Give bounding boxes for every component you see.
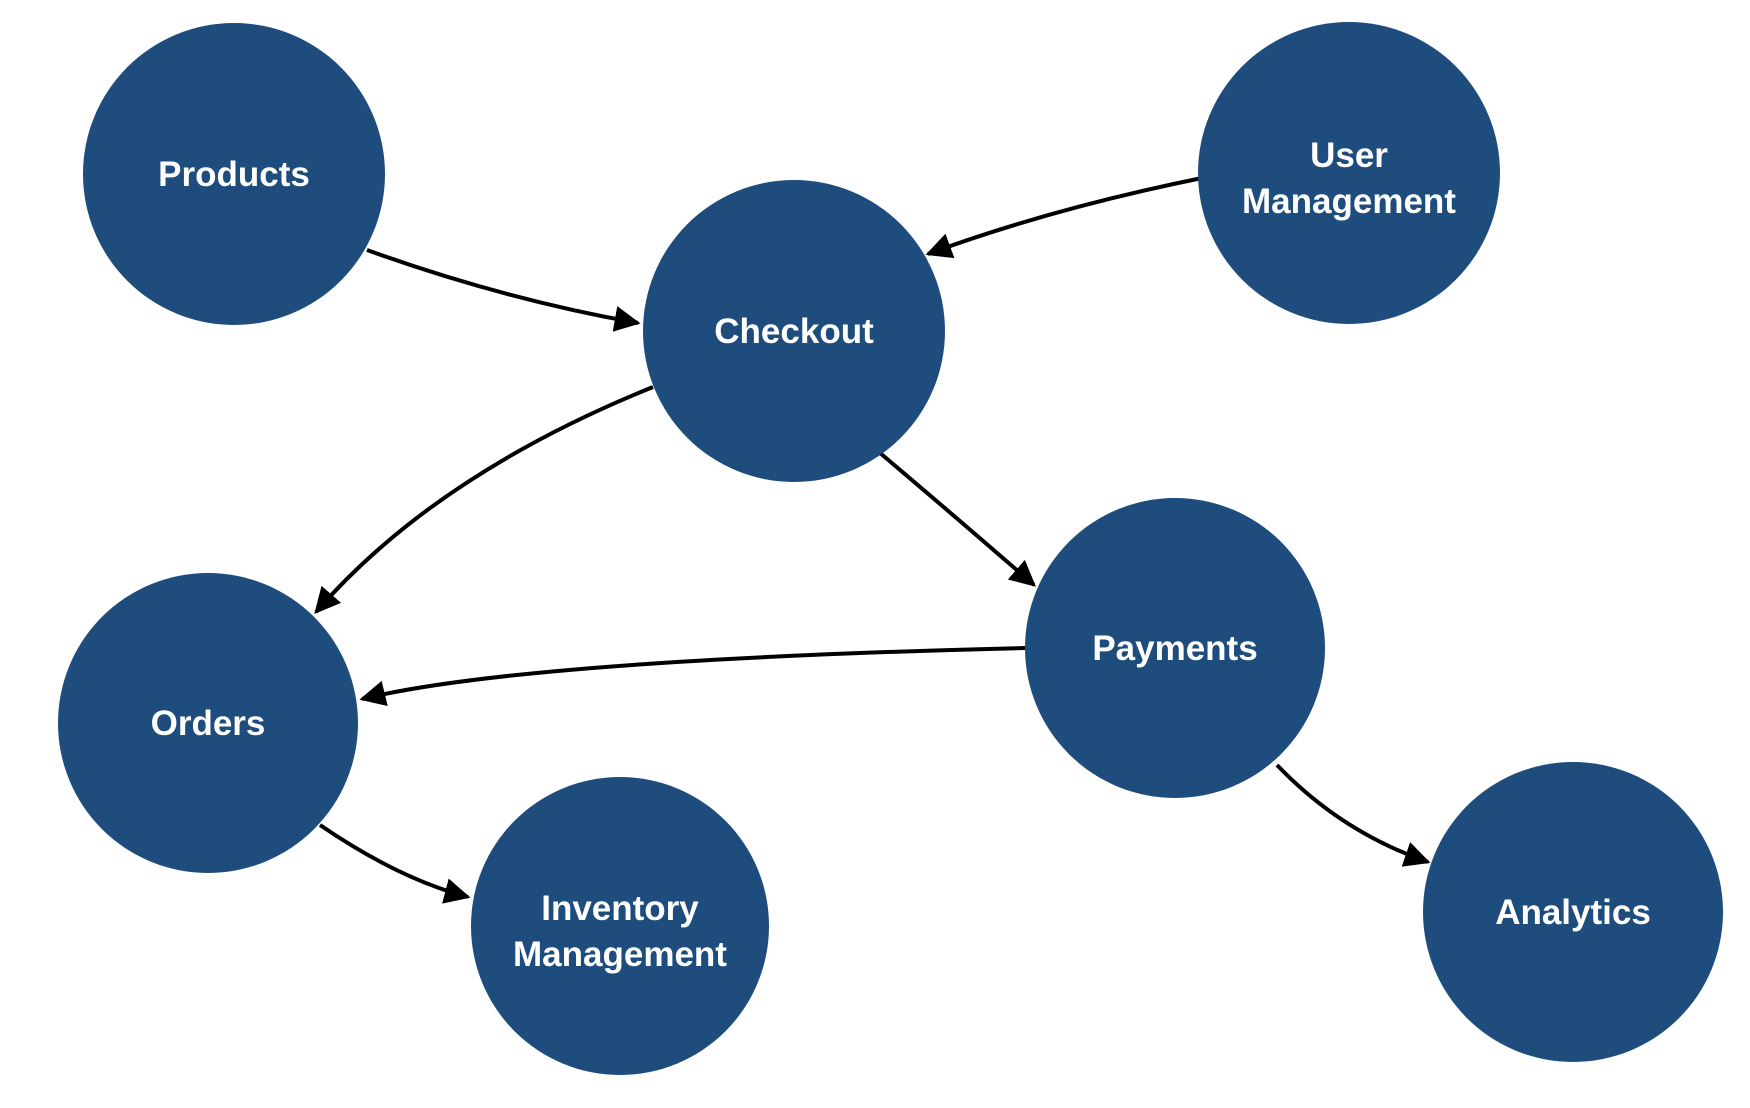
node-payments: Payments (1025, 498, 1325, 798)
node-inventory-management-label-line: Inventory (541, 889, 699, 928)
node-orders-label-line: Orders (151, 704, 266, 743)
edge-products-to-checkout (366, 248, 641, 332)
node-orders-label: Orders (151, 704, 266, 743)
edge-orders-to-inventory-management (318, 823, 471, 904)
node-products: Products (83, 23, 385, 325)
node-user-management-label-line: Management (1242, 182, 1456, 221)
node-orders-circle (58, 573, 358, 873)
node-analytics-label-line: Analytics (1495, 893, 1651, 932)
node-checkout-label-line: Checkout (714, 312, 874, 351)
edge-payments-to-orders (359, 646, 1026, 707)
node-products-label: Products (158, 155, 310, 194)
node-products-label-line: Products (158, 155, 310, 194)
edge-payments-to-analytics (1275, 763, 1431, 867)
node-checkout-circle (643, 180, 945, 482)
node-inventory-management-label-line: Management (513, 935, 727, 974)
node-inventory-management-circle (471, 777, 769, 1075)
edges-layer (314, 176, 1431, 904)
edge-checkout-to-orders (314, 385, 654, 614)
node-checkout: Checkout (643, 180, 945, 482)
node-analytics: Analytics (1423, 762, 1723, 1062)
node-analytics-circle (1423, 762, 1723, 1062)
node-payments-circle (1025, 498, 1325, 798)
node-products-circle (83, 23, 385, 325)
node-orders: Orders (58, 573, 358, 873)
node-user-management-label-line: User (1310, 136, 1388, 175)
node-payments-label-line: Payments (1092, 629, 1257, 668)
node-payments-label: Payments (1092, 629, 1257, 668)
node-checkout-label: Checkout (714, 312, 874, 351)
edge-checkout-to-payments (878, 451, 1036, 587)
node-analytics-label: Analytics (1495, 893, 1651, 932)
edge-user-management-to-checkout (925, 176, 1203, 259)
node-user-management-circle (1198, 22, 1500, 324)
